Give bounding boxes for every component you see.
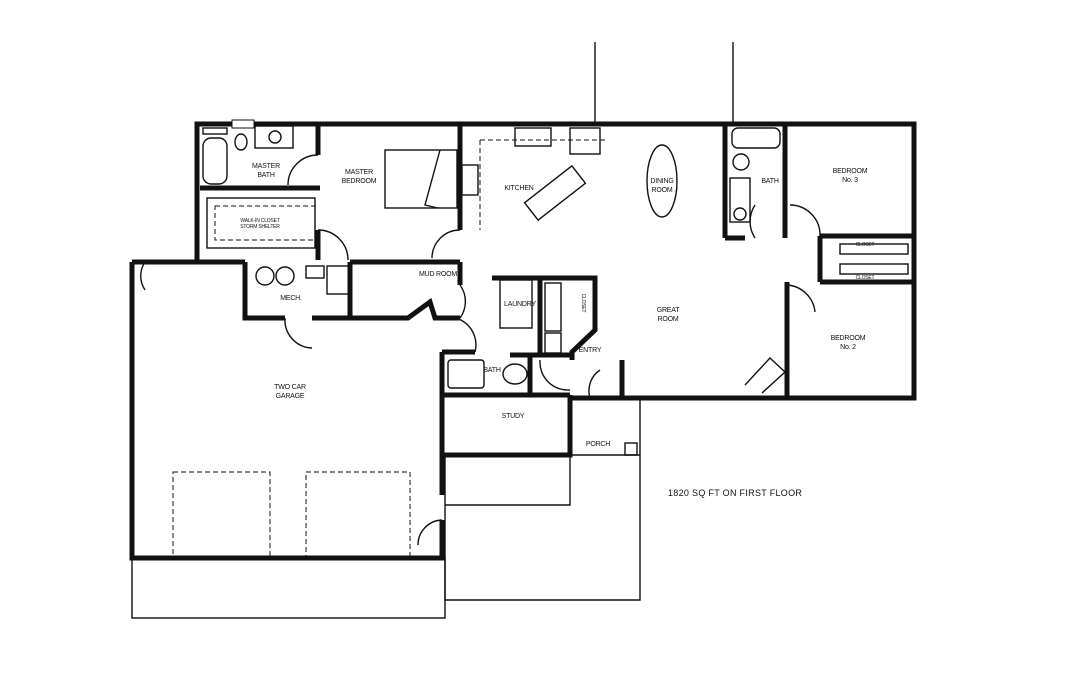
room-label-half-bath: BATH bbox=[483, 367, 501, 374]
room-label-kitchen: KITCHEN bbox=[504, 185, 534, 192]
room-label-dining-room: DINING ROOM bbox=[650, 178, 674, 194]
room-label-great-room: GREAT ROOM bbox=[656, 307, 680, 323]
garage-doors bbox=[131, 471, 446, 619]
porch-column bbox=[624, 442, 638, 456]
windows bbox=[131, 119, 915, 460]
room-label-bedroom-2: BEDROOM No. 2 bbox=[830, 335, 866, 351]
porch-steps bbox=[444, 397, 641, 601]
room-label-entry: ENTRY bbox=[578, 347, 602, 354]
sink bbox=[268, 130, 282, 144]
room-label-laundry: LAUNDRY bbox=[504, 301, 536, 308]
room-label-closet: CLOSET bbox=[855, 242, 875, 248]
room-label-mech: MECH. bbox=[280, 295, 302, 302]
room-label-bedroom-3: BEDROOM No. 3 bbox=[832, 168, 868, 184]
bathtub bbox=[731, 127, 781, 149]
room-label-bath: BATH bbox=[761, 178, 779, 185]
dining-table bbox=[646, 144, 678, 218]
interior-walls bbox=[200, 124, 914, 455]
room-label-porch: PORCH bbox=[585, 441, 611, 448]
room-label-garage: TWO CAR GARAGE bbox=[274, 384, 306, 400]
room-label-entry-closet: CLOSET bbox=[580, 293, 586, 313]
room-label-walk-in-closet: WALK-IN CLOSET STORM SHELTER bbox=[240, 218, 280, 230]
room-label-master-bath: MASTER BATH bbox=[252, 163, 280, 179]
room-label-master-bedroom: MASTER BEDROOM bbox=[341, 169, 377, 185]
room-label-closet: CLOSET bbox=[855, 275, 875, 281]
fixtures bbox=[202, 125, 909, 456]
bed bbox=[384, 149, 458, 209]
toilet bbox=[234, 133, 248, 151]
room-label-study: STUDY bbox=[501, 413, 525, 420]
doors bbox=[140, 154, 821, 546]
bathtub bbox=[202, 137, 228, 185]
kitchen-island bbox=[523, 164, 587, 222]
room-label-mud-room: MUD ROOM bbox=[418, 271, 458, 278]
area-note: 1820 SQ FT ON FIRST FLOOR bbox=[668, 488, 803, 498]
